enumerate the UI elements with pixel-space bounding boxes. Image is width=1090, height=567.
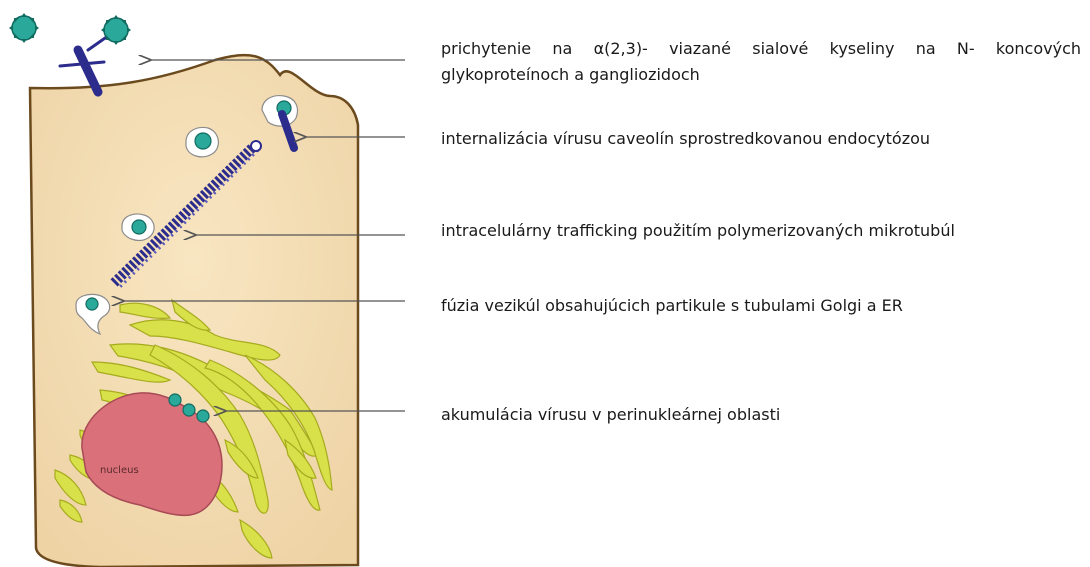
label-internalization: internalizácia vírusu caveolín sprostred… (441, 126, 930, 152)
label-fusion: fúzia vezikúl obsahujúcich partikule s t… (441, 293, 903, 319)
trafficking-vesicle (122, 214, 154, 240)
virus-particles (9, 13, 131, 45)
nucleus-label: nucleus (100, 465, 139, 476)
label-attachment: prichytenie na α(2,3)- viazané sialové k… (441, 36, 1081, 88)
internalized-vesicle (186, 128, 218, 157)
label-trafficking: intracelulárny trafficking použitím poly… (441, 218, 955, 244)
label-accumulation: akumulácia vírusu v perinukleárnej oblas… (441, 402, 780, 428)
sialic-acid-receptor (60, 36, 108, 92)
